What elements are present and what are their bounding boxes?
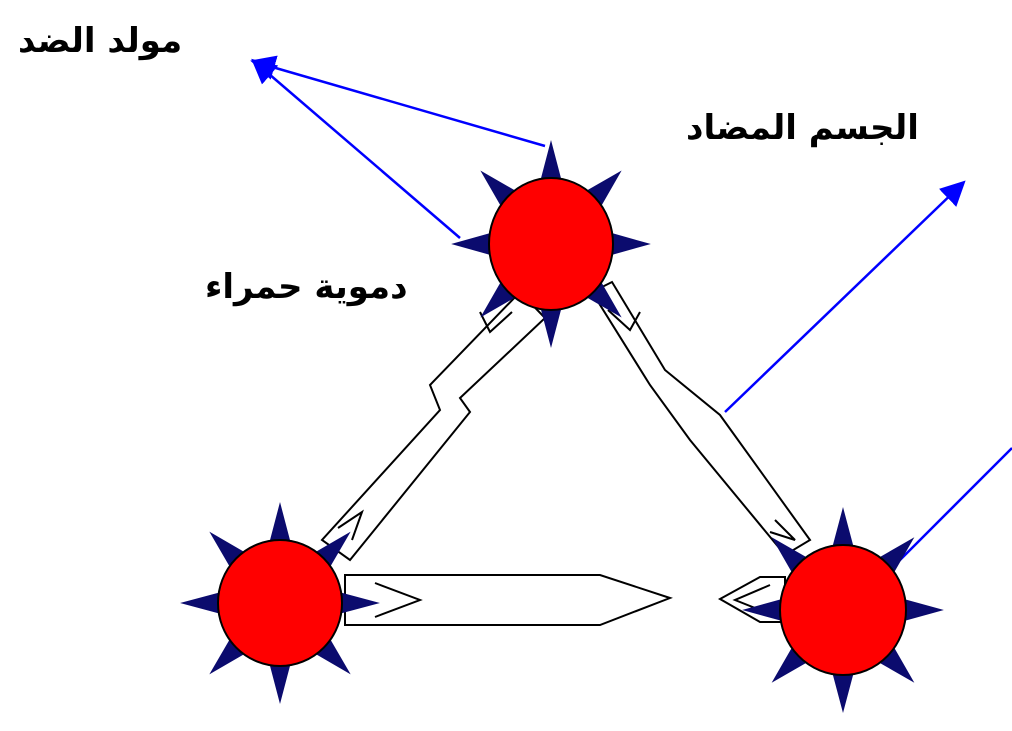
- antigen-spike-icon: [270, 504, 290, 543]
- antigen-spike-icon: [270, 663, 290, 702]
- antibody-bridge-left: [322, 292, 545, 560]
- antigen-spike-icon: [541, 142, 561, 181]
- label-antigen: مولد الضد: [18, 24, 182, 58]
- antigen-spike-icon: [541, 307, 561, 346]
- antigen-spike-icon: [833, 672, 854, 711]
- red-blood-cell-top: [453, 142, 649, 346]
- red-blood-cell-icon: [780, 545, 906, 675]
- arrow-to-antigen-1: [255, 62, 545, 146]
- antigen-spike-icon: [833, 509, 854, 548]
- arrow-to-antigen-2: [255, 62, 460, 238]
- antibody-bridge-right: [592, 282, 810, 555]
- red-blood-cell-left: [182, 504, 378, 702]
- red-blood-cell-right: [744, 509, 942, 711]
- label-antibody: الجسم المضاد: [686, 111, 919, 145]
- antigen-spike-icon: [182, 593, 221, 614]
- antibody-bridge-bottom: [345, 575, 785, 625]
- label-red-blood-cell: دموية حمراء: [205, 270, 408, 304]
- red-blood-cell-icon: [489, 178, 613, 310]
- antigen-spike-icon: [610, 233, 649, 255]
- arrow-to-antibody: [725, 184, 962, 412]
- antigen-spike-icon: [903, 599, 942, 620]
- red-blood-cell-icon: [218, 540, 342, 666]
